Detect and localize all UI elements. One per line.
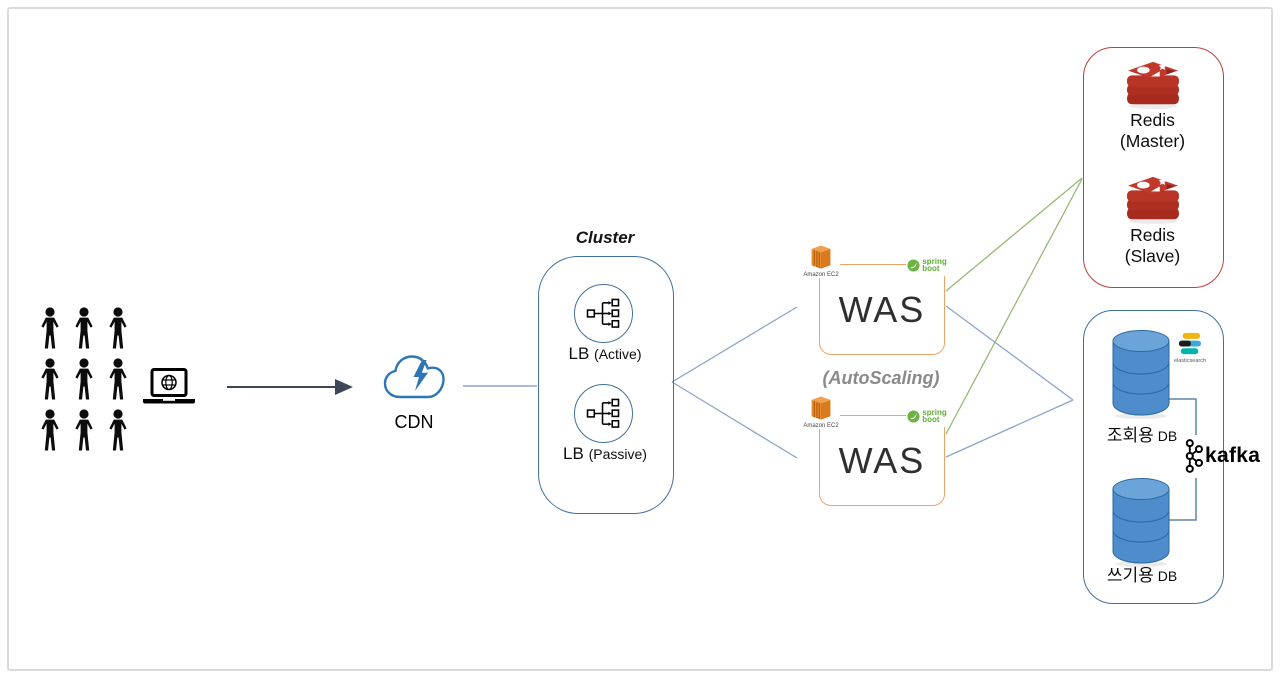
- cluster-title: Cluster: [575, 228, 635, 247]
- bracket-writedb-to-kafka: [1169, 478, 1197, 521]
- database-cylinder-icon: [1110, 476, 1172, 573]
- line-was1-to-db: [945, 305, 1074, 401]
- kafka-icon: [1182, 438, 1204, 479]
- lb-active-label: LB (Active): [538, 344, 672, 364]
- line-cluster-to-was1: [671, 306, 798, 383]
- cdn-cloud-icon: [383, 355, 445, 399]
- person-icon: [67, 409, 101, 460]
- redis-master-label: Redis (Master): [1083, 110, 1222, 152]
- lb-main: LB: [568, 344, 590, 363]
- spring-label-line1: spring: [922, 257, 947, 266]
- spring-label-line1: spring: [922, 408, 947, 417]
- load-balancer-icon: [586, 298, 620, 328]
- was-label: WAS: [838, 439, 926, 481]
- db-label-db: DB: [1157, 568, 1178, 584]
- lb-passive-node: [574, 384, 633, 443]
- lb-sub: (Passive): [588, 446, 647, 462]
- person-icon: [101, 358, 135, 409]
- redis-group-box: [1083, 47, 1224, 288]
- redis-role: (Slave): [1124, 246, 1181, 266]
- kafka-label: kafka: [1205, 444, 1261, 467]
- person-icon: [101, 307, 135, 358]
- cluster-box: [538, 256, 674, 514]
- users-group: [33, 307, 135, 460]
- lb-sub: (Active): [594, 346, 642, 362]
- ec2-label: Amazon EC2: [803, 423, 839, 429]
- person-icon: [67, 358, 101, 409]
- ec2-icon: Amazon EC2: [802, 244, 840, 278]
- db-label-db: DB: [1157, 428, 1178, 444]
- redis-icon: [1124, 175, 1182, 230]
- load-balancer-icon: [586, 398, 620, 428]
- laptop-icon: [140, 368, 198, 413]
- spring-boot-icon: spring boot: [906, 254, 948, 276]
- spring-label-line2: boot: [922, 415, 940, 424]
- person-icon: [33, 307, 67, 358]
- was-node-1: WAS: [819, 264, 945, 355]
- autoscaling-label: (AutoScaling): [822, 368, 940, 388]
- db-label-korean: 쓰기용: [1106, 566, 1154, 585]
- lb-passive-label: LB (Passive): [538, 444, 672, 464]
- person-icon: [33, 409, 67, 460]
- line-was2-to-db: [945, 399, 1074, 458]
- ec2-icon: Amazon EC2: [802, 395, 840, 429]
- lb-main: LB: [563, 444, 584, 463]
- was-label: WAS: [838, 288, 926, 330]
- line-cluster-to-was2: [671, 381, 798, 459]
- spring-boot-icon: spring boot: [906, 405, 948, 427]
- line-was1-to-redis: [945, 177, 1083, 292]
- ec2-label: Amazon EC2: [803, 272, 839, 278]
- db-group-box: [1083, 310, 1224, 604]
- cdn-label: CDN: [394, 412, 434, 432]
- db-label-korean: 조회용: [1106, 426, 1154, 445]
- redis-role: (Master): [1119, 131, 1186, 151]
- redis-slave-label: Redis (Slave): [1083, 225, 1222, 267]
- cdn-node: CDN: [381, 352, 447, 433]
- redis-name: Redis: [1130, 225, 1175, 245]
- person-icon: [101, 409, 135, 460]
- database-cylinder-icon: [1110, 328, 1172, 425]
- spring-label-line2: boot: [922, 264, 940, 273]
- lb-active-node: [574, 284, 633, 343]
- person-icon: [67, 307, 101, 358]
- redis-icon: [1124, 60, 1182, 115]
- elasticsearch-icon: elasticsearch: [1168, 331, 1212, 364]
- elasticsearch-label: elasticsearch: [1173, 358, 1207, 364]
- was-node-2: WAS: [819, 415, 945, 506]
- lightning-icon: [413, 360, 428, 391]
- person-icon: [33, 358, 67, 409]
- bracket-readdb-to-kafka: [1169, 398, 1197, 435]
- line-was2-to-redis: [945, 178, 1083, 435]
- redis-name: Redis: [1130, 110, 1175, 130]
